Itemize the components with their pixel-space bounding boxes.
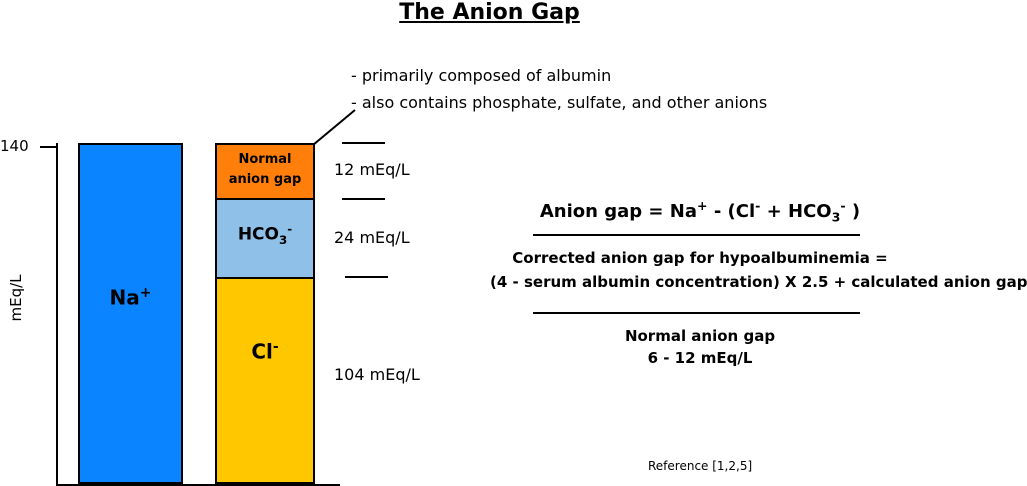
axis-lines (40, 109, 388, 486)
page-title: The Anion Gap (399, 0, 580, 25)
bicarbonate-segment: HCO3- (215, 198, 315, 279)
anion-gap-label: Normal anion gap (228, 152, 302, 187)
anion-gap-formula: Anion gap = Na+ - (Cl- + HCO3- ) (539, 198, 861, 225)
normal-gap-range: 6 - 12 mEq/L (647, 349, 753, 367)
bicarbonate-value: 24 mEq/L (334, 228, 410, 247)
reference-text: Reference [1,2,5] (648, 459, 753, 473)
note-line-anions: - also contains phosphate, sulfate, and … (351, 93, 768, 112)
y-axis-tick-label: 140 (0, 137, 29, 155)
y-axis-label: mEq/L (7, 274, 25, 322)
formula-divider-1 (533, 234, 860, 236)
corrected-gap-line-2: (4 - serum albumin concentration) X 2.5 … (490, 273, 1027, 291)
sodium-bar: Na+ (78, 143, 183, 484)
formula-divider-2 (533, 312, 860, 314)
chloride-value: 104 mEq/L (334, 365, 420, 384)
anion-gap-value: 12 mEq/L (334, 160, 410, 179)
corrected-gap-line-1: Corrected anion gap for hypoalbuminemia … (512, 249, 888, 267)
sodium-label: Na+ (109, 285, 152, 310)
chloride-label: Cl- (251, 339, 279, 364)
chloride-segment: Cl- (215, 277, 315, 484)
note-line-albumin: - primarily composed of albumin (351, 66, 612, 85)
bicarbonate-label: HCO3- (237, 222, 293, 248)
anion-gap-segment: Normal anion gap (215, 143, 315, 200)
normal-gap-title: Normal anion gap (624, 327, 776, 345)
